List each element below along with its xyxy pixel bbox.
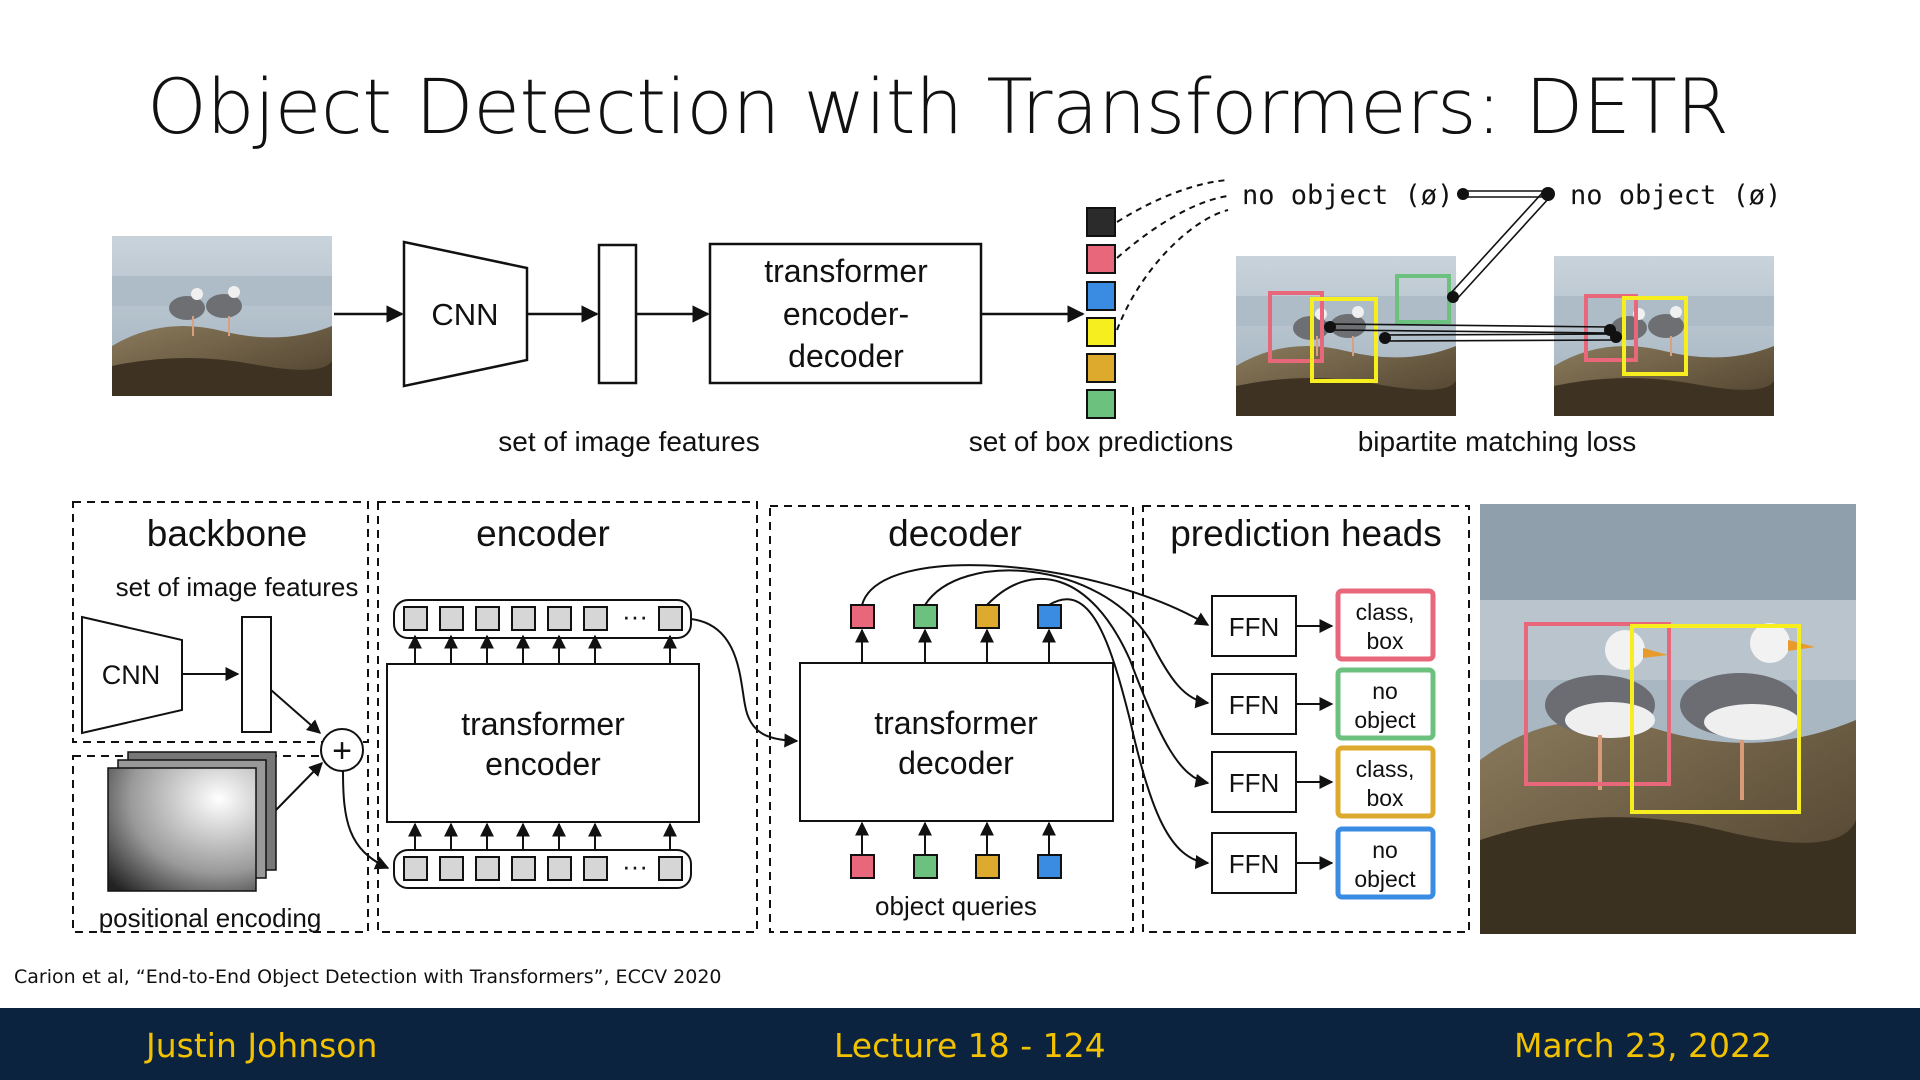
encoder-line-1: transformer [461, 706, 625, 742]
svg-text:FFN: FFN [1229, 690, 1280, 720]
svg-text:object: object [1354, 707, 1416, 733]
decoder-out-blue [1037, 604, 1062, 629]
footer-lecture: Lecture 18 - 124 [834, 1026, 1106, 1065]
encoder-input-tokens [393, 849, 692, 889]
input-image [112, 236, 332, 396]
decoder-out-gold [975, 604, 1000, 629]
detection-result-photo [1480, 504, 1856, 934]
footer-date: March 23, 2022 [1513, 1026, 1772, 1065]
backbone-cnn [81, 615, 183, 735]
svg-text:no: no [1372, 837, 1398, 863]
query-gold [975, 854, 1000, 879]
encoder-panel [377, 501, 758, 933]
pred-red [1086, 244, 1116, 274]
query-blue [1037, 854, 1062, 879]
decoder-panel [769, 505, 1134, 933]
pred-blue [1086, 281, 1116, 311]
svg-text:FFN: FFN [1229, 612, 1280, 642]
head-output-4: no object [1335, 826, 1436, 900]
head-output-2: no object [1335, 667, 1436, 741]
head-output-3: class, box [1335, 745, 1436, 819]
transformer-encoder-decoder-box [708, 242, 983, 385]
pred-yellow [1086, 317, 1116, 347]
ffn-head-1: FFN [1211, 595, 1297, 657]
backbone-title: backbone [147, 513, 307, 554]
decoder-out-red [850, 604, 875, 629]
footer-bar: Justin Johnson Lecture 18 - 124 March 23… [0, 1008, 1920, 1080]
citation: Carion et al, “End-to-End Object Detecti… [14, 966, 722, 988]
head-output-1: class, box [1335, 588, 1436, 662]
query-red [850, 854, 875, 879]
transformer-line-2: encoder- [783, 296, 909, 332]
backbone-panel [72, 501, 369, 743]
decoder-title: decoder [888, 513, 1022, 554]
footer-author: Justin Johnson [146, 1026, 378, 1065]
backbone-feature-bar [241, 616, 272, 733]
ffn-head-2: FFN [1211, 673, 1297, 735]
svg-text:no: no [1372, 678, 1398, 704]
features-caption: set of image features [498, 426, 759, 457]
positional-encoding-maps [107, 767, 257, 892]
transformer-line-1: transformer [764, 253, 928, 289]
ffn-head-3: FFN [1211, 751, 1297, 813]
backbone-cnn-label: CNN [102, 660, 161, 690]
encoder-line-2: encoder [485, 746, 601, 782]
svg-text:class,: class, [1356, 599, 1415, 625]
svg-text:class,: class, [1356, 756, 1415, 782]
decoder-line-1: transformer [874, 705, 1038, 741]
no-object-left: no object (ø) [1242, 180, 1453, 211]
object-queries-label: object queries [875, 891, 1037, 921]
matching-lines [1329, 190, 1616, 342]
cnn-label: CNN [431, 297, 498, 332]
predictions-caption: set of box predictions [969, 426, 1234, 457]
svg-text:FFN: FFN [1229, 768, 1280, 798]
svg-text:FFN: FFN [1229, 849, 1280, 879]
transformer-encoder-box [386, 663, 700, 823]
svg-text:box: box [1366, 785, 1404, 811]
image-features-bar [597, 243, 638, 385]
pred-gold [1086, 353, 1116, 383]
decoder-line-2: decoder [898, 745, 1014, 781]
decoder-out-green [913, 604, 938, 629]
cnn-trapezoid [402, 240, 529, 388]
plus-symbol: + [332, 732, 352, 770]
transformer-line-3: decoder [788, 338, 904, 374]
svg-text:object: object [1354, 866, 1416, 892]
pred-green [1086, 389, 1116, 419]
slide-title: Object Detection with Transformers: DETR [147, 62, 1729, 151]
query-green [913, 854, 938, 879]
encoder-out-ellipsis: ··· [622, 601, 648, 631]
detr-diagram: CNN transformer encoder- decoder no obje… [72, 179, 1856, 934]
pred-dark [1086, 207, 1116, 237]
ffn-head-4: FFN [1211, 832, 1297, 894]
no-object-right: no object (ø) [1570, 180, 1781, 211]
encoder-title: encoder [476, 513, 610, 554]
svg-text:box: box [1366, 628, 1404, 654]
backbone-features-label: set of image features [116, 572, 359, 602]
heads-panel [1142, 505, 1470, 933]
positional-encoding-label: positional encoding [99, 903, 322, 933]
matching-caption: bipartite matching loss [1358, 426, 1637, 457]
encoder-in-ellipsis: ··· [622, 851, 648, 881]
transformer-decoder-box [799, 662, 1114, 822]
heads-title: prediction heads [1170, 513, 1442, 554]
box-predictions-stack [1086, 207, 1116, 419]
